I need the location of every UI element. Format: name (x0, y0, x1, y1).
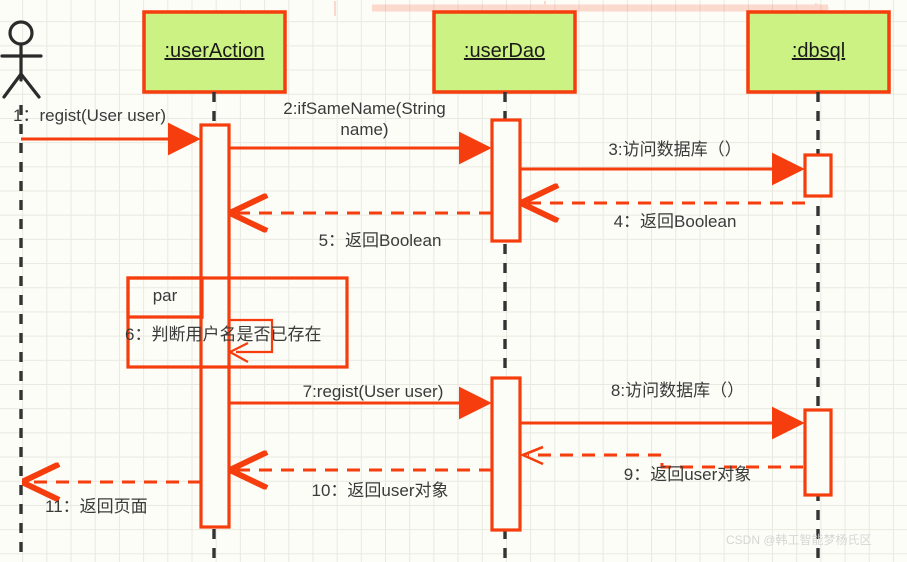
activation-useraction[interactable] (199, 123, 231, 529)
fragment-par-operator-label: par (152, 286, 178, 305)
actor-stick-figure (0, 20, 43, 99)
lifeline-box-userdao[interactable] (432, 10, 577, 94)
message-label-2-line2: name) (340, 120, 389, 139)
message-arrow-9[interactable] (519, 445, 803, 469)
fragment-par-operator-tab (126, 276, 204, 319)
lifeline-label-dbsql: :dbsql (791, 40, 846, 62)
activation-dbsql-1[interactable] (803, 153, 833, 198)
lifeline-label-userdao: :userDao (463, 40, 546, 62)
message-arrow-6-self[interactable] (227, 318, 274, 363)
fragment-par-body (126, 276, 349, 369)
message-label-6: 6：判断用户名是否已存在 (125, 325, 322, 344)
lifeline-label-useraction: :userAction (164, 40, 265, 62)
fragment-par[interactable] (126, 276, 349, 369)
message-label-7: 7:regist(User user) (302, 382, 444, 401)
message-label-8: 8:访问数据库（） (610, 381, 745, 400)
message-label-10: 10：返回user对象 (311, 481, 449, 500)
activation-userdao-2[interactable] (490, 376, 522, 532)
message-label-4: 4：返回Boolean (613, 212, 737, 231)
message-label-2: 2:ifSameName(String (283, 99, 446, 118)
message-label-1: 1：regist(User user) (13, 106, 167, 125)
message-label-3: 3:访问数据库（） (608, 140, 742, 159)
message-label-9: 9：返回user对象 (623, 465, 752, 484)
activation-dbsql-2[interactable] (803, 408, 833, 497)
lifeline-box-useraction[interactable] (142, 10, 287, 94)
activation-userdao-1[interactable] (490, 118, 522, 243)
message-label-11: 11：返回页面 (45, 497, 148, 516)
message-label-5: 5：返回Boolean (318, 231, 442, 250)
lifeline-box-dbsql[interactable] (746, 10, 891, 94)
csdn-watermark: CSDN @韩工智能梦杨氏区 (726, 533, 872, 547)
